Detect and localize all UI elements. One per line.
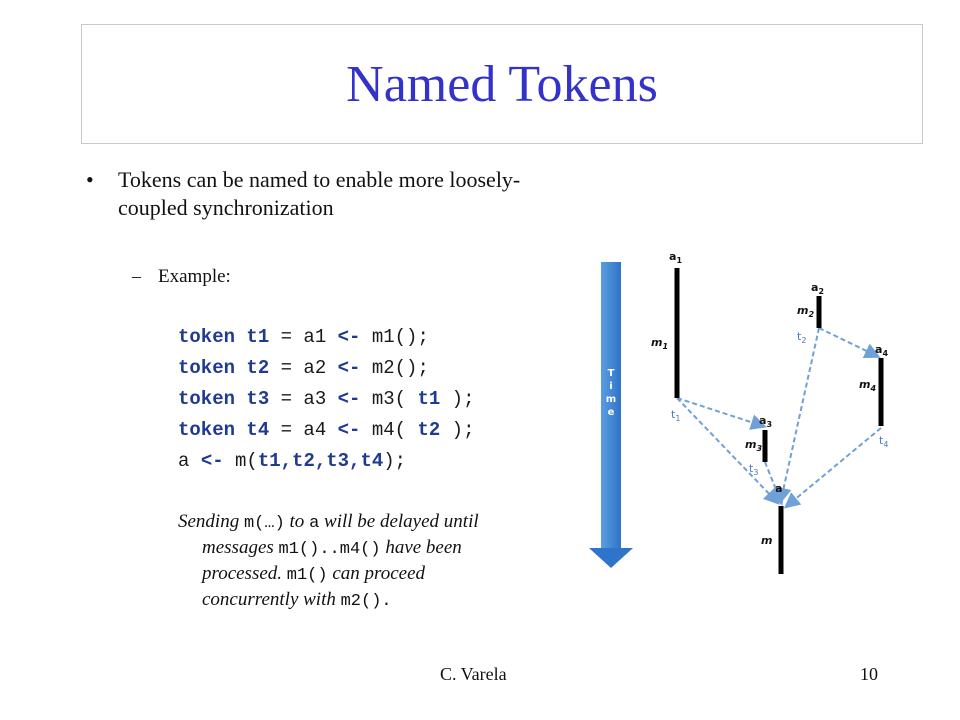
code-operator: <-: [200, 450, 224, 472]
code-call: m(: [223, 450, 258, 472]
label-m2: m2: [797, 304, 814, 319]
code-keyword: token t2: [178, 357, 270, 379]
note-text: will be delayed until: [319, 511, 479, 532]
code-operator: <-: [337, 388, 361, 410]
code-line-1: token t1 = a1 <- m1();: [178, 326, 429, 348]
time-label-m: m: [606, 394, 616, 405]
note-code: m2().: [340, 592, 392, 611]
note-line-3: processed. m1() can proceed: [178, 562, 538, 588]
code-keyword: token t3: [178, 388, 270, 410]
code-text: a: [178, 450, 201, 472]
note-text: concurrently with: [202, 589, 341, 610]
code-line-5: a <- m(t1,t2,t3,t4);: [178, 450, 406, 472]
flow-t2-a4: [818, 327, 881, 358]
note-text: can proceed: [327, 563, 426, 584]
token-flows: [676, 327, 882, 509]
time-label-i: i: [609, 381, 612, 392]
time-arrow: [589, 262, 633, 568]
page-number: 10: [860, 664, 878, 684]
note-line-2: messages m1()..m4() have been: [178, 536, 538, 562]
footer-author: C. Varela: [440, 664, 507, 684]
label-a: a: [775, 482, 782, 495]
code-line-3: token t3 = a3 <- m3( t1 );: [178, 388, 475, 410]
bullet-text: Tokens can be named to enable more loose…: [118, 167, 521, 220]
flow-t3-a: [764, 461, 784, 506]
code-call: m2();: [360, 357, 429, 379]
code-text: = a3: [269, 388, 338, 410]
flow-t1-a: [676, 397, 780, 505]
code-operator: <-: [337, 419, 361, 441]
note-code: m1(): [286, 566, 328, 585]
label-t2: t2: [797, 330, 806, 345]
code-text: = a1: [269, 326, 338, 348]
code-operator: <-: [337, 357, 361, 379]
note-text: messages: [202, 537, 279, 558]
explanation-note: Sending m(…) to a will be delayed until …: [178, 510, 538, 614]
note-text: to: [284, 511, 310, 532]
flow-t1-a3: [676, 397, 767, 430]
label-a1: a1: [669, 250, 682, 265]
note-code: m1()..m4(): [278, 540, 381, 559]
label-m3: m3: [745, 438, 762, 453]
note-text: have been: [380, 537, 462, 558]
label-m: m: [761, 534, 772, 547]
note-text: Sending: [178, 511, 244, 532]
code-keyword: token t1: [178, 326, 270, 348]
sub-bullet-label: Example:: [158, 266, 231, 287]
label-t3: t3: [749, 462, 758, 477]
code-end: );: [440, 388, 475, 410]
flow-t2-a: [775, 327, 820, 504]
slide-title: Named Tokens: [346, 56, 658, 113]
label-t4: t4: [879, 434, 888, 449]
code-text: = a2: [269, 357, 338, 379]
code-line-4: token t4 = a4 <- m4( t2 );: [178, 419, 475, 441]
code-arg: t2: [417, 419, 441, 441]
label-m4: m4: [859, 378, 876, 393]
note-line-4: concurrently with m2().: [178, 588, 538, 614]
code-arg: t1: [417, 388, 441, 410]
label-t1: t1: [671, 408, 680, 423]
code-operator: <-: [337, 326, 361, 348]
label-a3: a3: [759, 414, 772, 429]
time-label-t: T: [608, 368, 615, 379]
code-call: m1();: [360, 326, 429, 348]
code-call: m4(: [360, 419, 418, 441]
code-end: );: [383, 450, 407, 472]
note-code: m(…): [243, 514, 285, 533]
bullet-marker: •: [86, 167, 94, 192]
code-text: = a4: [269, 419, 338, 441]
label-a4: a4: [875, 343, 888, 358]
code-keyword: token t4: [178, 419, 270, 441]
title-box: Named Tokens: [81, 24, 923, 144]
flow-t4-a: [783, 427, 882, 509]
code-arg: t1,t2,t3,t4: [257, 450, 384, 472]
code-end: );: [440, 419, 475, 441]
label-a2: a2: [811, 281, 824, 296]
actor-message-diagram: T i m e a1 a2 a3 a4 a m1 m2 m3 m4 m t1 t…: [589, 250, 888, 574]
code-line-2: token t2 = a2 <- m2();: [178, 357, 429, 379]
note-code: a: [309, 514, 320, 533]
note-text: processed.: [202, 563, 287, 584]
label-m1: m1: [651, 336, 668, 351]
sub-bullet-dash: –: [132, 266, 141, 286]
time-label-e: e: [608, 407, 615, 418]
code-call: m3(: [360, 388, 418, 410]
